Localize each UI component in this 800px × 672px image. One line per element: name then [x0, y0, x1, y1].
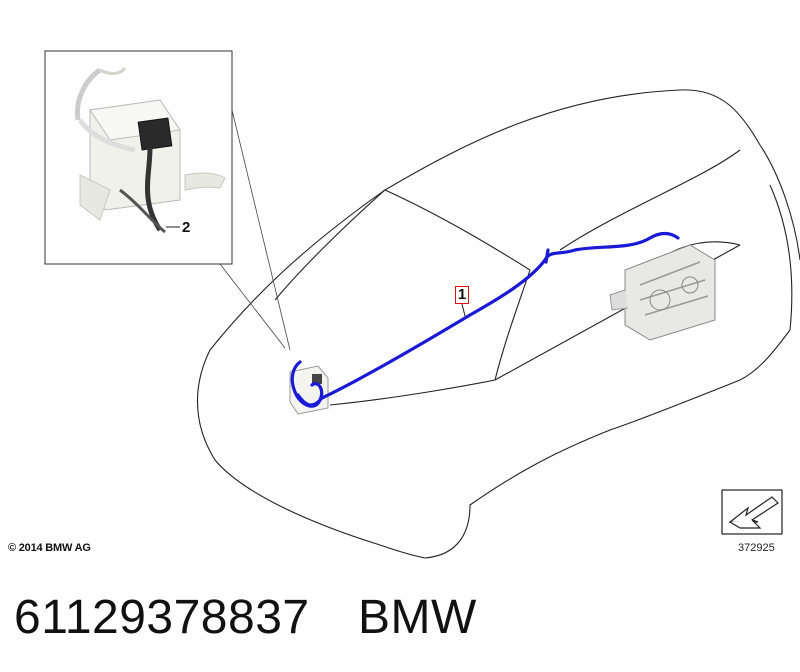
callout-2-label: 2 — [182, 219, 191, 236]
part-number: 61129378837 — [14, 591, 310, 644]
callout-1-leader — [461, 303, 466, 317]
brand-name: BMW — [358, 591, 477, 644]
detail-inset — [44, 50, 291, 351]
diagram-number: 372925 — [738, 542, 775, 554]
wiring-diagram — [44, 50, 800, 559]
electric-motor-icon — [609, 244, 716, 341]
navigation-arrow-icon — [721, 489, 783, 535]
battery-icon — [74, 67, 226, 234]
copyright-text: © 2014 BMW AG — [8, 542, 91, 554]
car-outline-icon — [196, 89, 800, 559]
cable-harness — [290, 231, 680, 408]
callout-1-label: 1 — [455, 286, 469, 304]
